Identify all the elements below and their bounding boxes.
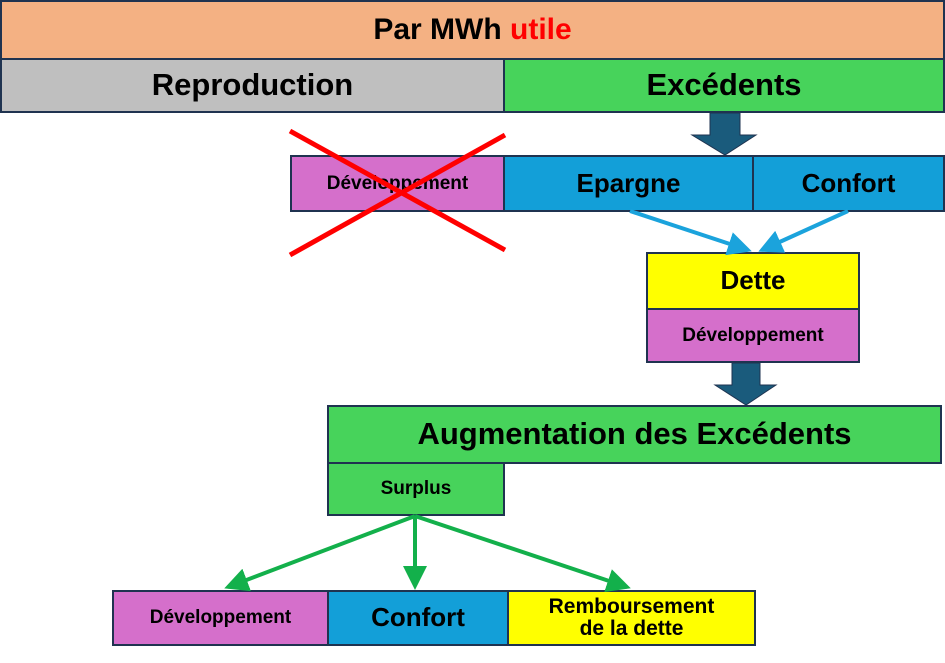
excedents-box: Excédents [503, 58, 945, 113]
bottom-confort-box: Confort [327, 590, 509, 646]
confort-box: Confort [752, 155, 945, 212]
title-prefix: Par MWh [373, 13, 502, 47]
augmentation-box: Augmentation des Excédents [327, 405, 942, 464]
cross-line-1 [288, 128, 507, 253]
remboursement-line2: de la dette [579, 617, 684, 640]
arrow-surplus-to-remboursement [414, 514, 631, 593]
remboursement-box: Remboursement de la dette [507, 590, 756, 646]
cross-line-2 [288, 132, 507, 258]
arrow-epargne-to-dette [629, 209, 752, 256]
bottom-developpement-box: Développement [112, 590, 329, 646]
block-arrow-down-2 [713, 362, 778, 406]
header-title: Par MWh utile [0, 0, 945, 60]
arrow-confort-to-dette [758, 209, 849, 253]
epargne-box: Epargne [503, 155, 754, 212]
developpement-box: Développement [646, 308, 860, 363]
arrow-surplus-to-developpement [224, 514, 416, 592]
title-highlight: utile [510, 13, 572, 47]
remboursement-line1: Remboursement [548, 594, 715, 618]
block-arrow-down-1 [690, 112, 758, 156]
